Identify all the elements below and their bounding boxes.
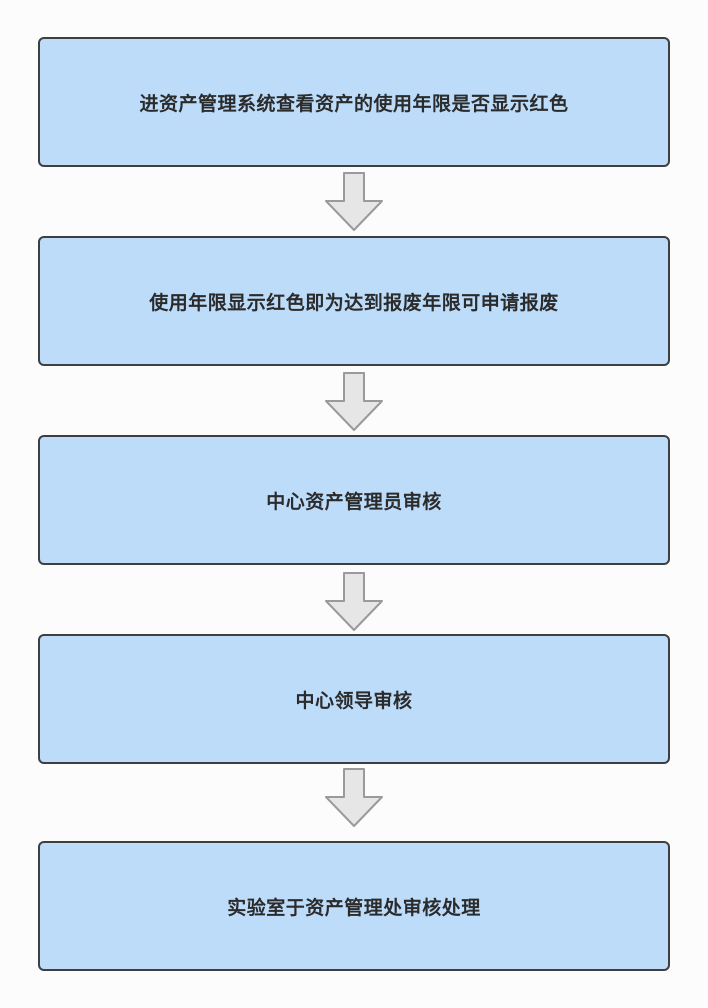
step-3-label: 中心资产管理员审核 bbox=[266, 490, 442, 513]
step-5-label: 实验室于资产管理处审核处理 bbox=[227, 896, 481, 919]
step-4-box: 中心领导审核 bbox=[38, 634, 670, 764]
step-4-label: 中心领导审核 bbox=[295, 689, 413, 712]
step-5-box: 实验室于资产管理处审核处理 bbox=[38, 841, 670, 971]
down-arrow-icon bbox=[325, 172, 383, 231]
step-2-label: 使用年限显示红色即为达到报废年限可申请报废 bbox=[149, 291, 559, 314]
step-3-box: 中心资产管理员审核 bbox=[38, 435, 670, 565]
down-arrow-icon bbox=[325, 372, 383, 431]
step-1-box: 进资产管理系统查看资产的使用年限是否显示红色 bbox=[38, 37, 670, 167]
step-2-box: 使用年限显示红色即为达到报废年限可申请报废 bbox=[38, 236, 670, 366]
down-arrow-icon bbox=[325, 768, 383, 827]
step-1-label: 进资产管理系统查看资产的使用年限是否显示红色 bbox=[139, 92, 569, 115]
down-arrow-icon bbox=[325, 572, 383, 631]
